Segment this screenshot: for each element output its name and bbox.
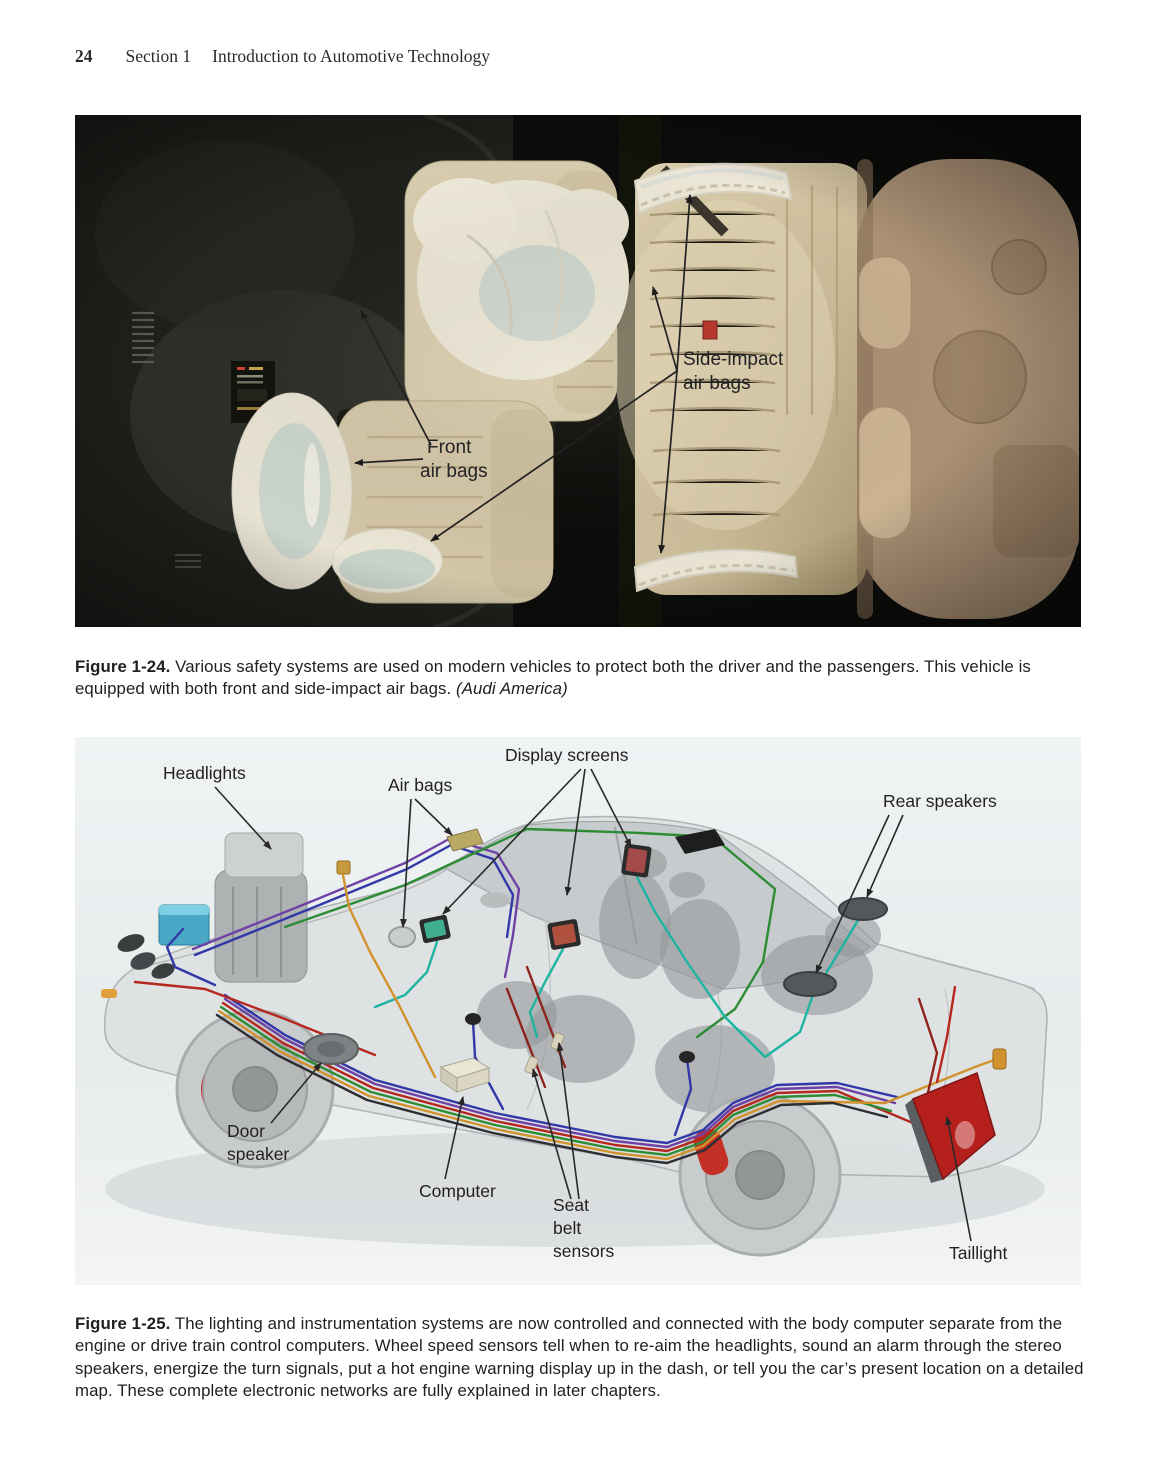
steering-airbag-hub [388, 926, 416, 948]
callout-front-airbags: Front air bags [354, 310, 488, 482]
callout-door-speaker: Door speaker [227, 1062, 322, 1164]
amber-side-marker [101, 989, 117, 998]
headrest-screen [551, 923, 577, 946]
door-lock-knob [679, 1051, 695, 1063]
wire-blue-door [471, 1019, 505, 1111]
caption-1-24-number: Figure 1-24. [75, 656, 171, 676]
wire-teal-nav [373, 940, 439, 1009]
headlight-unit [130, 952, 156, 970]
door-speaker-label-line1: Door [227, 1121, 265, 1141]
seat-belt-label-line3: sensors [553, 1241, 615, 1261]
wire-black [215, 1013, 889, 1165]
rear-speaker-unit [838, 897, 888, 921]
wire-red-trunk [935, 985, 957, 1084]
air-bags-label: Air bags [388, 775, 452, 795]
front-airbags-label-line1: Front [427, 437, 472, 458]
section-title: Introduction to Automotive Technology [212, 46, 491, 66]
page-number: 24 [75, 46, 93, 66]
figure-1-24-caption: Figure 1-24. Various safety systems are … [75, 656, 1088, 701]
callout-air-bags: Air bags [388, 775, 453, 928]
callout-taillight: Taillight [945, 1116, 1007, 1263]
front-airbags-label-line2: air bags [420, 461, 488, 482]
engine-intake [224, 832, 304, 878]
headlights-label: Headlights [163, 763, 246, 783]
wire-blue-door [673, 1057, 693, 1137]
figure-1-25-caption: Figure 1-25. The lighting and instrument… [75, 1313, 1088, 1403]
roof-display-module [675, 829, 725, 854]
section-label: Section 1 [125, 46, 192, 66]
rear-harness-connector [992, 1048, 1007, 1070]
caption-1-25-text: The lighting and instrumentation systems… [75, 1313, 1084, 1401]
photo-vignette [75, 115, 1081, 627]
rear-speaker-unit [783, 971, 837, 997]
callout-side-impact-airbags: Side-impact air bags [430, 194, 784, 554]
wire-blue [223, 993, 899, 1145]
engine-block [214, 869, 308, 983]
caption-1-25-number: Figure 1-25. [75, 1313, 171, 1333]
wire-blue-battery [165, 927, 217, 987]
cabin-devices [303, 828, 1007, 1093]
caption-1-24-text: Various safety systems are used on moder… [75, 656, 1031, 699]
rear-brake-caliper [693, 1128, 729, 1176]
wire-belt-sensor-rear [917, 997, 939, 1099]
taillight-label: Taillight [949, 1243, 1007, 1263]
pillar-screen [625, 848, 648, 874]
battery [158, 904, 210, 946]
wire-orange-front [341, 873, 437, 1079]
taillight-lens [912, 1071, 996, 1181]
engine-bay [101, 832, 351, 998]
callout-rear-speakers: Rear speakers [815, 791, 997, 974]
airbag-photo-illustration: Side-impact air bags Front air bags [75, 115, 1081, 627]
front-wheel [175, 1009, 335, 1169]
dash-airbag-module [446, 828, 484, 852]
seat-belt-sensor [524, 1056, 539, 1075]
wire-orange [217, 1009, 999, 1161]
nav-screen [423, 919, 447, 939]
callout-headlights: Headlights [163, 763, 272, 850]
figure-1-25-diagram: Headlights Air bags Display screens Rear… [75, 737, 1081, 1285]
side-impact-label-line1: Side-impact [683, 349, 784, 370]
wire-green [219, 1005, 893, 1157]
seat-belt-label-line2: belt [553, 1218, 581, 1238]
headlight-unit [117, 934, 145, 952]
wiring-diagram-illustration: Headlights Air bags Display screens Rear… [75, 737, 1081, 1285]
callout-computer: Computer [419, 1096, 496, 1201]
computer-label: Computer [419, 1181, 496, 1201]
rear-wheel [678, 1093, 842, 1257]
callout-display-screens: Display screens [442, 745, 632, 915]
page-header: 24 Section 1 Introduction to Automotive Te… [75, 46, 490, 67]
side-impact-label-line2: air bags [683, 373, 751, 394]
headlight-module [336, 860, 351, 875]
side-mirror [480, 892, 510, 908]
door-lock-knob [465, 1013, 481, 1025]
seat-belt-label-line1: Seat [553, 1195, 589, 1215]
wire-purple [223, 997, 897, 1149]
body-computer-box [439, 1057, 491, 1093]
callout-seat-belt-sensors: Seat belt sensors [531, 1042, 615, 1261]
display-screens-label: Display screens [505, 745, 629, 765]
rear-speakers-label: Rear speakers [883, 791, 997, 811]
figure-1-24-photo: Side-impact air bags Front air bags [75, 115, 1081, 627]
wire-red [221, 1001, 929, 1153]
wire-belt-sensor [505, 987, 547, 1089]
door-speaker-label-line2: speaker [227, 1144, 289, 1164]
wire-teal-rear [635, 875, 865, 1059]
caption-1-24-credit: (Audi America) [456, 679, 568, 699]
headlight-unit [151, 963, 175, 979]
taillight-assembly [905, 1071, 996, 1183]
